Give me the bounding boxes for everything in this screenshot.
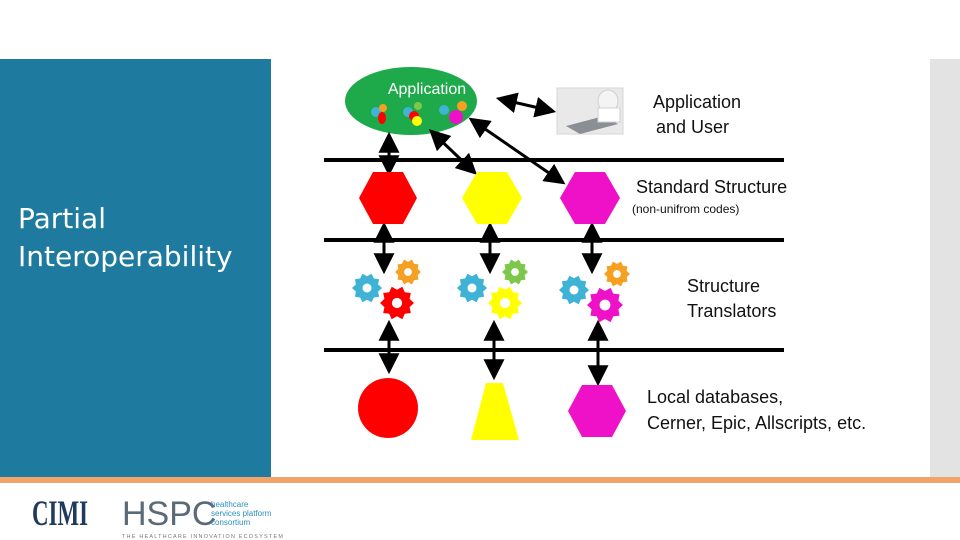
- arrow-application-to-structure-magenta: [468, 117, 566, 185]
- structure-magenta-hexagon: [560, 172, 620, 224]
- database-yellow-trapezoid: [471, 383, 519, 440]
- translator-1-gear-1-icon-hub: [362, 283, 372, 293]
- standard-structure-label: Standard Structure: [636, 177, 787, 197]
- application-user-label-line-2: and User: [656, 117, 729, 137]
- application-user-photo-icon: [556, 87, 624, 135]
- slide-title-line-1: Partial: [18, 202, 106, 235]
- hspc-logo: HSPC healthcare services platform consor…: [122, 495, 284, 540]
- hspc-subtitle: THE HEALTHCARE INNOVATION ECOSYSTEM: [122, 534, 284, 540]
- interoperability-diagram: Application: [324, 67, 866, 440]
- hspc-tagline-line-2: services platform: [211, 509, 272, 518]
- translator-3-gear-1-icon-hub: [569, 285, 579, 295]
- translator-2-gear-3-icon-hub: [499, 297, 511, 309]
- translator-1-gear-3-icon-hub: [391, 297, 403, 309]
- translator-1-gear-2-icon-hub: [404, 268, 412, 276]
- translator-2-gear-1-icon-hub: [467, 283, 477, 293]
- slide-title: Partial Interoperability: [18, 200, 268, 276]
- translators-label-line-1: Structure: [687, 276, 760, 296]
- translator-3-gear-2-icon-hub: [613, 270, 621, 278]
- cimi-logo: CIMI: [32, 493, 88, 533]
- structure-yellow-hexagon: [462, 172, 522, 224]
- translator-3-gear-3-icon-hub: [599, 299, 611, 311]
- left-panel: [0, 59, 271, 477]
- database-red-circle: [358, 378, 418, 438]
- hspc-logo-text: HSPC: [122, 495, 216, 533]
- arrow-application-to-structure-yellow: [428, 129, 478, 175]
- footer-accent-bar: [0, 477, 960, 483]
- right-side-strip: [930, 59, 960, 477]
- databases-label-line-2: Cerner, Epic, Allscripts, etc.: [647, 413, 866, 433]
- translators-label-line-2: Translators: [687, 301, 776, 321]
- application-oval: [345, 67, 477, 135]
- application-label: Application: [388, 81, 466, 98]
- structure-translator-gears: [352, 259, 630, 323]
- footer-logos: CIMI HSPC healthcare services platform c…: [32, 493, 284, 540]
- structure-red-hexagon: [359, 172, 417, 224]
- database-magenta-hexagon: [568, 385, 626, 437]
- application-user-label-line-1: Application: [653, 92, 741, 112]
- databases-label-line-1: Local databases,: [647, 387, 783, 407]
- standard-structure-note: (non-unifrom codes): [632, 202, 739, 216]
- translator-2-gear-2-icon-hub: [511, 268, 519, 276]
- arrow-application-to-user: [495, 92, 557, 118]
- hspc-tagline-line-3: consortium: [211, 518, 250, 527]
- hspc-tagline-line-1: healthcare: [211, 500, 249, 509]
- slide-title-line-2: Interoperability: [18, 240, 233, 273]
- application-mini-gears-icon: [371, 101, 467, 126]
- cimi-logo-text: CIMI: [32, 493, 88, 533]
- application-node: Application: [345, 67, 477, 135]
